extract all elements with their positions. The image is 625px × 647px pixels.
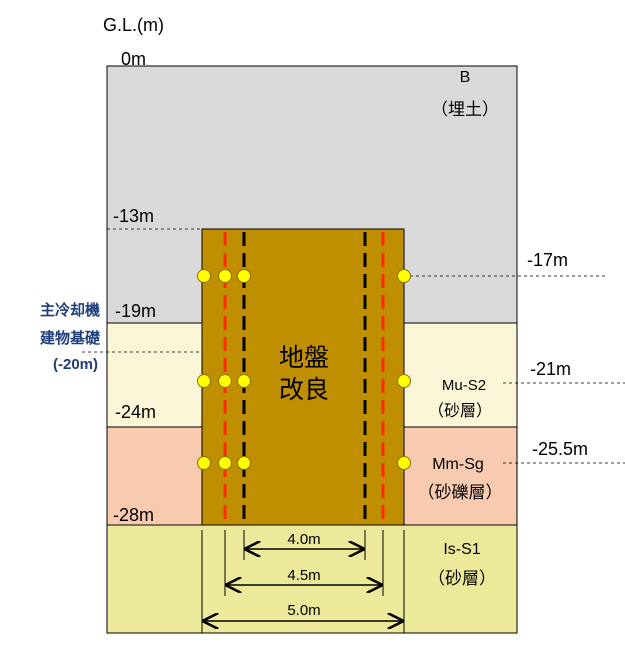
ground-improvement-block: [201, 228, 405, 526]
layer-code-mu-s2: Mu-S2: [442, 377, 486, 394]
sensor-row-middle: [197, 374, 411, 388]
improvement-label-line2: 改良: [279, 375, 329, 404]
sensor-point: [397, 374, 411, 388]
depth-label-13m: -13m: [113, 206, 154, 226]
sensor-point: [397, 269, 411, 283]
sensor-row-top: [197, 269, 411, 283]
sensor-point: [197, 269, 211, 283]
layer-code-b: B: [460, 69, 471, 86]
sensor-point: [197, 374, 211, 388]
depth-label-21m: -21m: [530, 359, 571, 379]
dimension-label-5-0: 5.0m: [287, 602, 320, 619]
sensor-point: [218, 374, 232, 388]
foundation-label-line3: (-20m): [53, 356, 98, 373]
sensor-point: [237, 456, 251, 470]
sensor-point: [218, 456, 232, 470]
layer-code-is-s1: Is-S1: [443, 541, 480, 558]
sensor-point: [218, 269, 232, 283]
depth-label-19m: -19m: [115, 301, 156, 321]
foundation-label-line1: 主冷却機: [40, 301, 100, 319]
layer-name-mm-sg: （砂礫層）: [418, 483, 503, 503]
depth-label-17m: -17m: [527, 250, 568, 270]
layer-name-is-s1: （砂層）: [428, 569, 496, 589]
sensor-point: [237, 269, 251, 283]
depth-label-28m: -28m: [113, 505, 154, 525]
sensor-row-bottom: [197, 456, 411, 470]
sensor-point: [237, 374, 251, 388]
sensor-point: [397, 456, 411, 470]
layer-name-b: （埋土）: [431, 100, 499, 120]
dimension-label-4-0: 4.0m: [287, 531, 320, 548]
axis-title: G.L.(m): [103, 15, 164, 35]
surface-label: 0m: [121, 49, 146, 69]
depth-label-25-5m: -25.5m: [532, 439, 588, 459]
depth-label-24m: -24m: [115, 402, 156, 422]
foundation-label-line2: 建物基礎: [40, 329, 101, 347]
sensor-point: [197, 456, 211, 470]
layer-code-mm-sg: Mm-Sg: [432, 456, 484, 473]
layer-name-mu-s2: （砂層）: [428, 401, 492, 420]
dimension-label-4-5: 4.5m: [287, 567, 320, 584]
improvement-label-line1: 地盤: [279, 343, 329, 372]
